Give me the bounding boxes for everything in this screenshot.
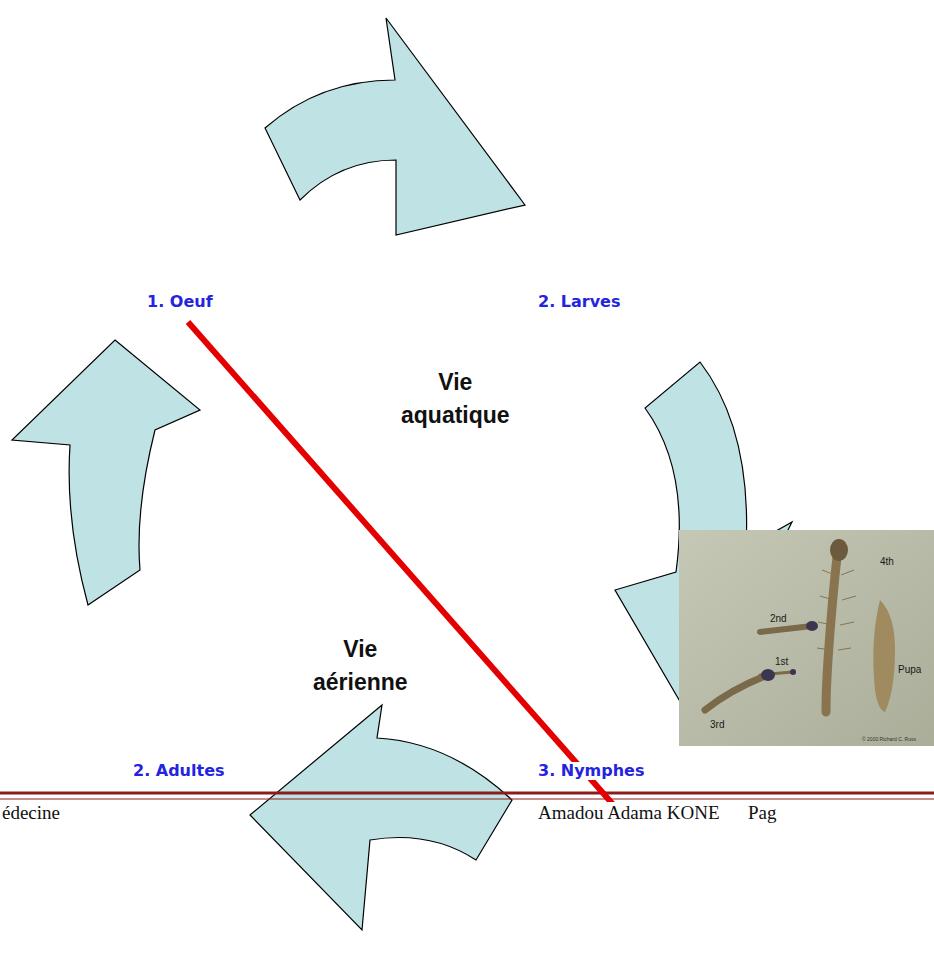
- stage-label: 1. Oeuf: [147, 293, 213, 311]
- photo-label: 2nd: [770, 613, 787, 625]
- zone-label: Vie aquatique: [401, 366, 510, 433]
- photo-label: 3rd: [710, 719, 724, 731]
- footer-text: édecine: [2, 802, 60, 824]
- photo-label: 4th: [880, 556, 894, 568]
- cycle-arrow: [250, 705, 512, 930]
- footer-text: Pag: [748, 802, 777, 824]
- photo-credit: © 2000 Richard C. Russ: [862, 737, 916, 743]
- cycle-arrow: [12, 340, 200, 605]
- stage-label: 3. Nymphes: [536, 762, 647, 780]
- divider-line: [188, 322, 625, 818]
- stage-label: 2. Larves: [538, 293, 620, 311]
- cycle-arrow: [265, 18, 525, 235]
- footer-rule: [0, 793, 934, 799]
- photo-label: Pupa: [898, 664, 921, 676]
- photo-label: 1st: [775, 656, 788, 668]
- zone-label: Vie aérienne: [313, 633, 408, 700]
- larvae-photo: [679, 530, 934, 746]
- footer-author: Amadou Adama KONE: [536, 802, 722, 824]
- stage-label: 2. Adultes: [133, 762, 225, 780]
